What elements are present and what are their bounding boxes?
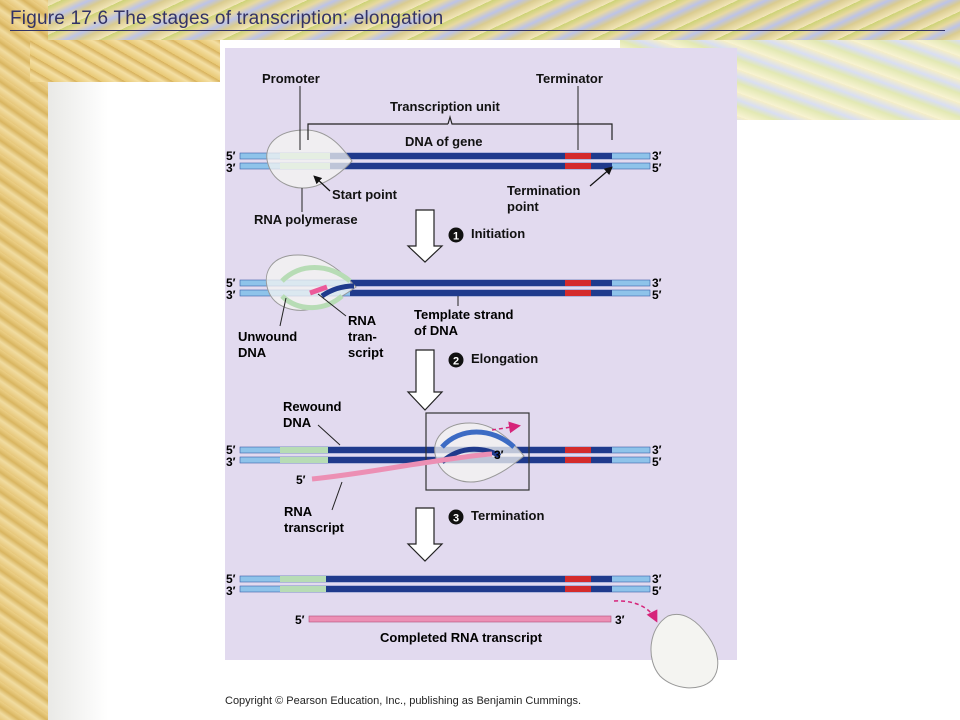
- step-arrow: [406, 349, 444, 411]
- terminator-label: Terminator: [536, 71, 603, 86]
- unwound-strand-bottom: [280, 294, 344, 311]
- rna-transcript-label-line3: script: [348, 345, 384, 360]
- strand-end-label: 5′: [652, 161, 662, 175]
- unwound-leader: [279, 297, 287, 327]
- step-number-badge: [448, 509, 464, 525]
- step-number-badge: [448, 227, 464, 243]
- rewound-dna-label-line2: DNA: [283, 415, 312, 430]
- step-label: Initiation: [471, 226, 525, 241]
- slide-title: Figure 17.6 The stages of transcription:…: [10, 8, 945, 31]
- step-number-badge: [448, 352, 464, 368]
- completed-rna-strand: [308, 615, 612, 623]
- strand-end-label: 5′: [226, 276, 236, 290]
- release-arrow: [613, 600, 658, 623]
- strand-end-label: 3′: [226, 455, 236, 469]
- unwound-dna-label-line2: DNA: [238, 345, 267, 360]
- strand-end-label: 5′: [652, 288, 662, 302]
- strand-end-label: 3′: [226, 584, 236, 598]
- rna-transcript-label-line1: RNA: [348, 313, 377, 328]
- step-number: 3: [453, 513, 459, 525]
- strand-end-label: 3′: [652, 572, 662, 586]
- strand-end-label: 5′: [652, 584, 662, 598]
- zoom-box: [425, 412, 530, 491]
- rna-transcript-label-line1: RNA: [284, 504, 313, 519]
- termination-point-arrow: [589, 166, 613, 187]
- rna-five-prime-label: 5′: [295, 613, 305, 627]
- left-border-decoration: [0, 0, 48, 720]
- copyright-notice: Copyright © Pearson Education, Inc., pub…: [225, 695, 582, 707]
- strand-end-label: 5′: [652, 455, 662, 469]
- rna-transcript-leader: [331, 481, 343, 511]
- step-arrow: [406, 507, 444, 562]
- direction-arrow: [491, 421, 521, 434]
- step-number: 1: [453, 231, 459, 243]
- start-point-arrow: [313, 175, 331, 192]
- template-strand-label-line2: of DNA: [414, 323, 459, 338]
- corner-decoration: [30, 40, 220, 82]
- start-point-label: Start point: [332, 187, 398, 202]
- transcription-unit-label: Transcription unit: [390, 99, 500, 114]
- template-bubble: [320, 283, 355, 299]
- rna-five-prime-label: 5′: [296, 473, 306, 487]
- strand-end-label: 3′: [226, 288, 236, 302]
- promoter-label: Promoter: [262, 71, 320, 86]
- released-polymerase-shape: [650, 614, 719, 689]
- rna-polymerase-label: RNA polymerase: [254, 212, 358, 227]
- stage-1-dna: [239, 279, 651, 297]
- unwound-strand-top: [280, 265, 352, 283]
- step-arrow: [406, 209, 444, 263]
- completed-transcript-label: Completed RNA transcript: [380, 630, 543, 645]
- rna-transcript-start: [309, 284, 328, 296]
- dna-of-gene-label: DNA of gene: [405, 134, 483, 149]
- rna-leader: [317, 293, 347, 317]
- rna-polymerase-shape: [266, 129, 353, 189]
- strand-end-label: 3′: [226, 161, 236, 175]
- rna-polymerase-shape: [265, 254, 357, 311]
- rna-three-prime-label: 3′: [494, 448, 504, 462]
- termination-point-label-line1: Termination: [507, 183, 580, 198]
- rna-three-prime-label: 3′: [615, 613, 625, 627]
- strand-end-label: 5′: [226, 572, 236, 586]
- strand-end-label: 3′: [652, 276, 662, 290]
- unwound-strand-top: [440, 429, 516, 449]
- unwound-dna-label-line1: Unwound: [238, 329, 297, 344]
- left-shadow: [48, 82, 108, 720]
- step-label: Termination: [471, 508, 544, 523]
- rna-transcript-strand: [311, 451, 493, 482]
- strand-end-label: 3′: [652, 149, 662, 163]
- strand-end-label: 5′: [226, 443, 236, 457]
- strand-end-label: 3′: [652, 443, 662, 457]
- termination-point-label-line2: point: [507, 199, 539, 214]
- rewound-leader: [317, 424, 341, 446]
- stage-3-dna: [239, 575, 651, 593]
- title-bar-decoration: [0, 0, 960, 40]
- transcription-unit-bracket: [307, 114, 613, 140]
- rna-transcript-label-line2: transcript: [284, 520, 345, 535]
- step-label: Elongation: [471, 351, 538, 366]
- template-strand-label-line1: Template strand: [414, 307, 514, 322]
- strand-end-label: 5′: [226, 149, 236, 163]
- step-number: 2: [453, 356, 459, 368]
- rna-transcript-label-line2: tran-: [348, 329, 377, 344]
- rewound-dna-label-line1: Rewound: [283, 399, 342, 414]
